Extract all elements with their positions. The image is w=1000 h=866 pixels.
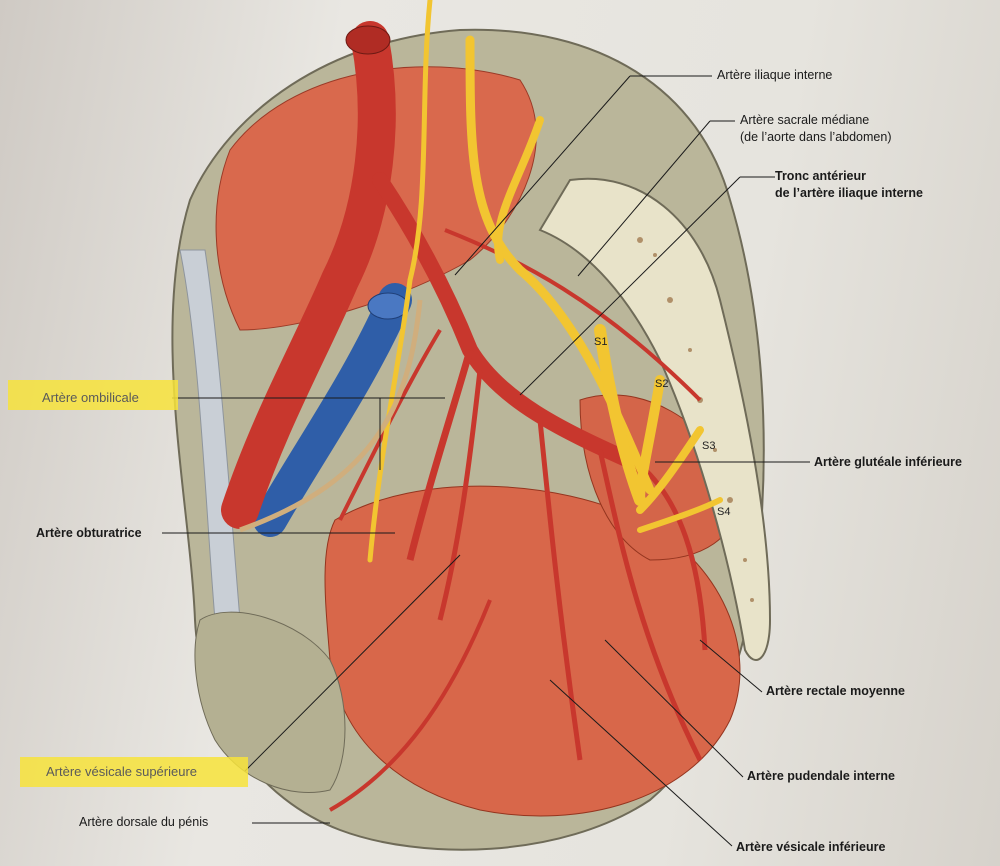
label-arteria-glutéale-inferieure: Artère glutéale inférieure [814,455,962,469]
pubic-bone [194,611,346,794]
label-arteria-dorsale-penis: Artère dorsale du pénis [79,815,209,829]
leader-lines [162,75,810,847]
sacral-label-s4: S4 [717,506,731,518]
label-arteria-vesicale-superieure: Artère vésicale supérieure [46,764,198,779]
label-arteria-ombilicale: Artère ombilicale [42,390,139,405]
label-arteria-obturatrice: Artère obturatrice [36,526,142,540]
label-arteria-sacrale-mediane-note: (de l’aorte dans l’abdomen) [740,130,892,144]
label-arteria-vesicale-inferieure: Artère vésicale inférieure [736,840,886,854]
vein-cut-end [367,292,409,320]
label-arteria-sacrale-mediane: Artère sacrale médiane [740,113,870,127]
label-tronc-anterieur-detail: de l’artère iliaque interne [775,186,923,200]
label-arteria-pudendale-interne: Artère pudendale interne [747,769,895,783]
label-tronc-anterieur: Tronc antérieur [775,169,866,183]
obturator-nerve [239,299,423,533]
sacral-label-s3: S3 [702,440,716,452]
label-arteria-iliaque-interne: Artère iliaque interne [717,68,833,82]
sacral-plexus-nerves [367,0,723,563]
highlight-vesicale-superieure [20,757,248,787]
sacrum [538,177,772,661]
label-arteria-rectale-moyenne: Artère rectale moyenne [766,684,905,698]
artery-cut-end [345,25,391,55]
sacral-label-s1: S1 [594,336,608,348]
highlight-ombilicale [8,380,178,410]
sacral-label-s2: S2 [655,378,669,390]
common-iliac-artery [221,21,396,529]
sacral-bone-texture [637,237,754,602]
internal-iliac-vein [253,283,412,537]
